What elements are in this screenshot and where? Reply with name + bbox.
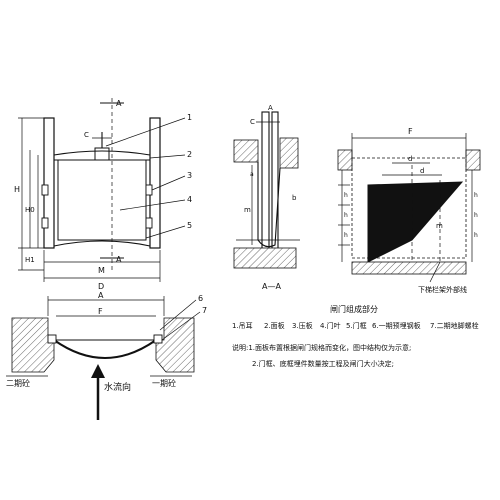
dim-H1: H1 — [25, 256, 35, 264]
dim-h-3: h — [344, 232, 348, 239]
dim-b: b — [292, 194, 297, 202]
dim-C-front: C — [84, 131, 89, 139]
dim-h-2: h — [344, 212, 348, 219]
dim-A-plan: A — [98, 291, 104, 300]
dim-F-right: F — [408, 127, 413, 136]
dim-D: D — [98, 282, 104, 291]
dim-h-6: h — [474, 232, 478, 239]
note-line-2: 2.门框、底框埋件数量按工程及闸门大小决定; — [252, 359, 394, 368]
legend-item-4: 4.门叶 — [320, 321, 341, 330]
callout-6: 6 — [198, 294, 203, 303]
callout-4: 4 — [187, 195, 192, 204]
side-top-label: A — [268, 104, 273, 112]
left-h-dims: h h h — [338, 184, 350, 246]
dim-h-1: h — [344, 192, 348, 199]
legend-item-2: 2.面板 — [264, 321, 285, 330]
legend-title: 闸门组成部分 — [330, 304, 378, 314]
plan-view: A F 6 7 水流向 二期砼 一期砼 — [6, 291, 207, 420]
callout-7: 7 — [202, 306, 207, 315]
dim-m-right: m — [436, 222, 443, 230]
dim-h-5: h — [474, 212, 478, 219]
side-view: A C b m a A—A — [233, 104, 300, 291]
dim-H0: H0 — [25, 206, 35, 214]
dim-M: M — [98, 266, 105, 275]
legend-item-7: 7.二期地脚螺栓 — [430, 321, 479, 330]
legend-item-1: 1.吊耳 — [232, 322, 253, 330]
dim-d-2: d — [420, 167, 424, 175]
dim-C-side: C — [250, 118, 255, 126]
legend-item-6: 6.一期预埋钢板 — [372, 321, 421, 330]
dim-d-1: d — [408, 155, 412, 163]
dim-m-side: m — [244, 206, 251, 214]
legend-item-5: 5.门框 — [346, 321, 367, 330]
front-view: A A C H H0 H1 — [14, 98, 192, 291]
section-mark-bottom: A — [116, 255, 122, 264]
dim-H: H — [14, 185, 20, 194]
dim-F-plan: F — [98, 307, 103, 316]
right-concrete-label: 一期砼 — [152, 378, 176, 388]
callout-5: 5 — [187, 221, 192, 230]
left-concrete-label: 二期砼 — [6, 378, 30, 388]
dim-h-4: h — [474, 192, 478, 199]
callout-2: 2 — [187, 150, 192, 159]
legend: 闸门组成部分 1.吊耳 2.面板 3.压板 4.门叶 5.门框 6.一期预埋钢板… — [232, 304, 479, 330]
notes: 说明:1.面板布置根据闸门规格而变化，图中结构仅为示意; 2.门框、底框埋件数量… — [232, 343, 411, 368]
right-view: F d d h h h h h h m 下梯栏架外部线 — [337, 127, 481, 294]
flow-label: 水流向 — [104, 381, 131, 393]
callout-3: 3 — [187, 171, 192, 180]
legend-item-3: 3.压板 — [292, 321, 313, 330]
flow-char-1: 水流向 — [104, 381, 131, 393]
note-line-1: 说明:1.面板布置根据闸门规格而变化，图中结构仅为示意; — [232, 343, 411, 352]
side-caption: A—A — [262, 282, 281, 291]
callout-1: 1 — [187, 113, 192, 122]
right-caption: 下梯栏架外部线 — [418, 285, 467, 294]
